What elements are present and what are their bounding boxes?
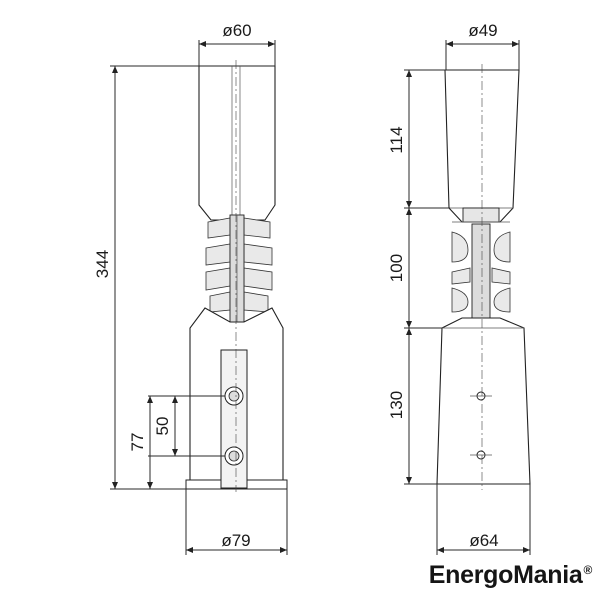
right-view: ø49 ø64 114 100 130 [387,21,531,555]
label-right-middle-height: 100 [387,254,406,282]
dim-right-bottom: ø64 [436,484,531,555]
brand-logo: EnergoMania® [428,561,593,590]
label-right-upper-height: 114 [387,126,406,153]
dim-right-chain: 114 100 130 [387,69,450,485]
left-view: ø60 ø79 344 50 [93,21,288,555]
label-left-bolt-spacing: 50 [153,417,172,436]
dim-left-bottom: ø79 [185,489,288,555]
dim-left-height: 344 [93,65,199,490]
label-left-total-height: 344 [93,250,112,278]
dim-left-bolt-spacing: 50 [148,395,225,457]
brand-registered-mark: ® [583,563,592,577]
left-upper-bolt [224,386,244,406]
label-left-top-diameter: ø60 [222,21,251,40]
left-lower-bolt [224,446,244,466]
label-right-top-diameter: ø49 [468,21,497,40]
brand-name: EnergoMania [428,561,583,589]
dim-right-top: ø49 [445,21,520,70]
label-right-bottom-diameter: ø64 [469,531,498,550]
left-spring-section [205,214,273,328]
label-left-bolt-height: 77 [128,433,147,452]
right-middle-link [451,207,511,321]
right-lower-socket [436,317,531,485]
dim-left-top: ø60 [198,21,276,66]
label-right-lower-height: 130 [387,391,406,419]
label-left-bottom-diameter: ø79 [221,531,250,550]
dim-left-bolt-height: 77 [128,396,153,489]
left-upper-tube [198,65,276,221]
